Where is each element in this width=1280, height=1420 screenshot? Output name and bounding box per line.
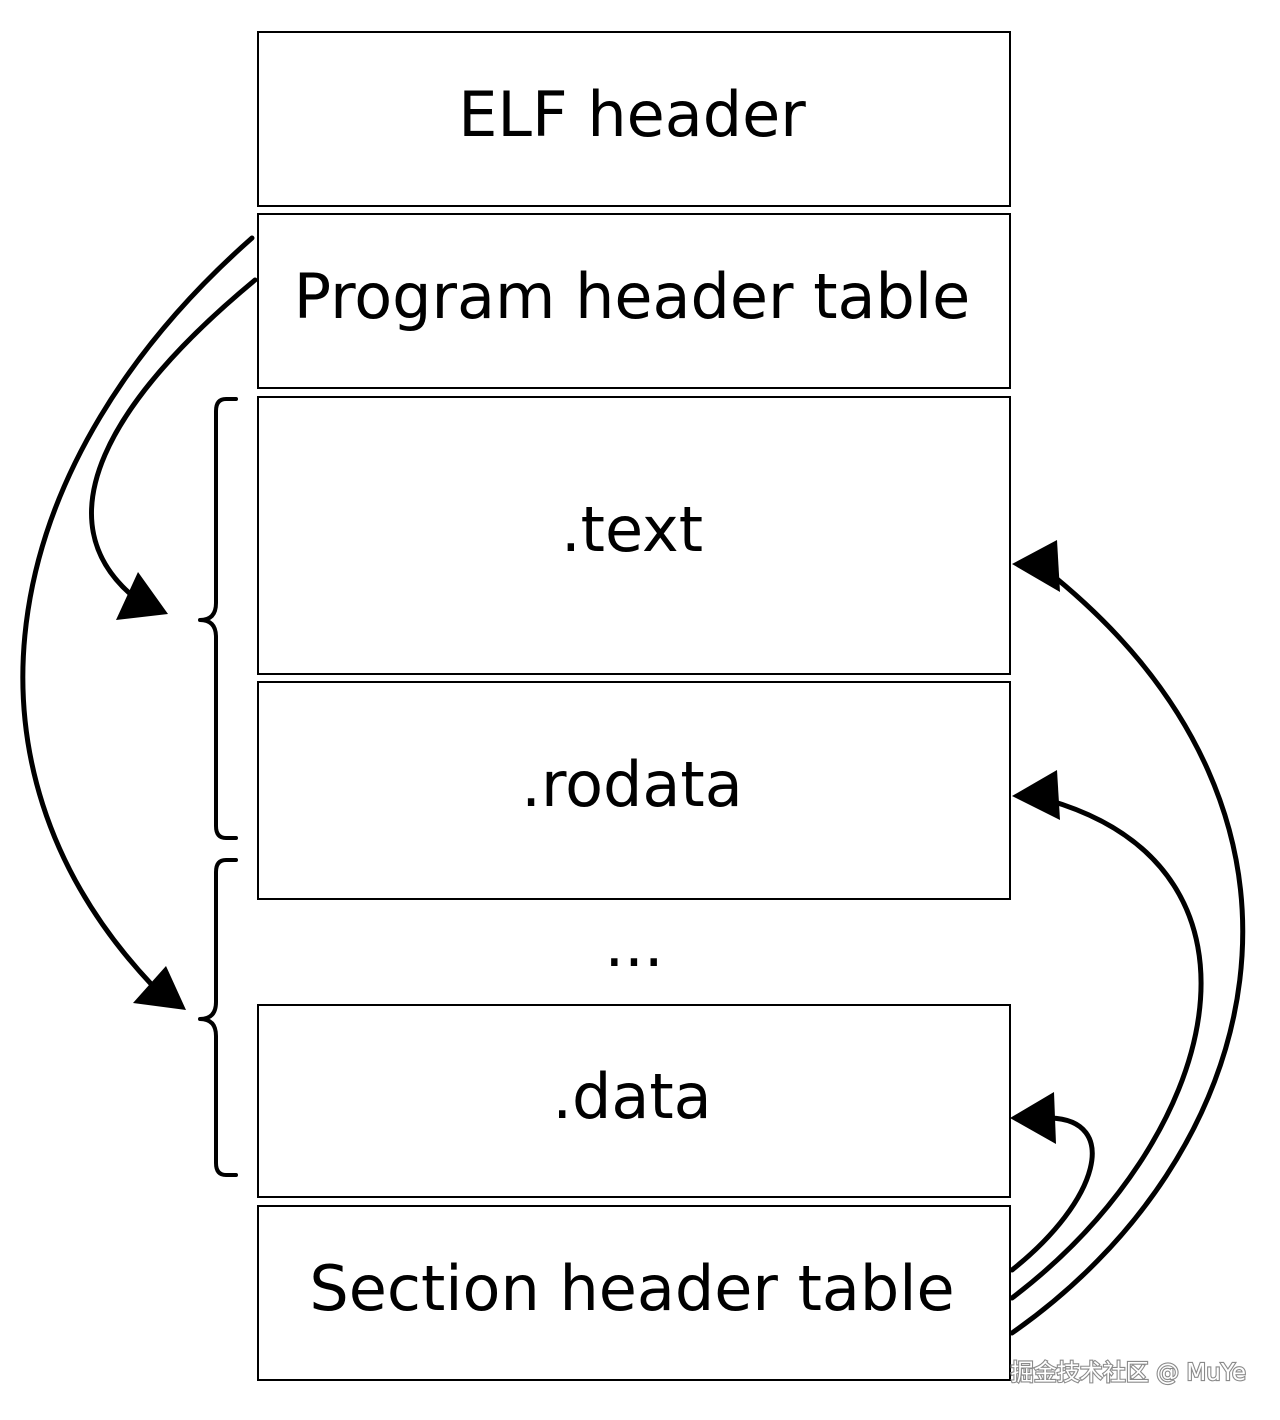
watermark-text: 掘金技术社区 @ MuYe bbox=[1011, 1360, 1246, 1386]
segment-brace-lower bbox=[198, 858, 238, 1177]
text-section-block: .text bbox=[257, 396, 1011, 675]
section-header-to-rodata-arrow bbox=[1009, 770, 1204, 1301]
segment-brace-upper bbox=[198, 397, 238, 840]
program-header-table-block: Program header table bbox=[257, 213, 1011, 389]
elf-header-block: ELF header bbox=[257, 31, 1011, 207]
section-header-table-label: Section header table bbox=[309, 1252, 954, 1325]
data-section-block: .data bbox=[257, 1004, 1011, 1198]
rodata-section-label: .rodata bbox=[521, 748, 742, 821]
program-header-to-segment1-arrow bbox=[89, 277, 258, 620]
ellipsis-label: ... bbox=[604, 908, 663, 981]
program-header-to-segment2-arrow bbox=[20, 235, 255, 1010]
elf-header-label: ELF header bbox=[458, 78, 806, 151]
section-header-to-data-arrow bbox=[1009, 1092, 1095, 1273]
rodata-section-block: .rodata bbox=[257, 681, 1011, 900]
text-section-label: .text bbox=[561, 493, 703, 566]
section-header-to-text-arrow bbox=[1009, 540, 1246, 1336]
section-header-table-block: Section header table bbox=[257, 1205, 1011, 1381]
data-section-label: .data bbox=[552, 1060, 711, 1133]
program-header-table-label: Program header table bbox=[294, 260, 970, 333]
